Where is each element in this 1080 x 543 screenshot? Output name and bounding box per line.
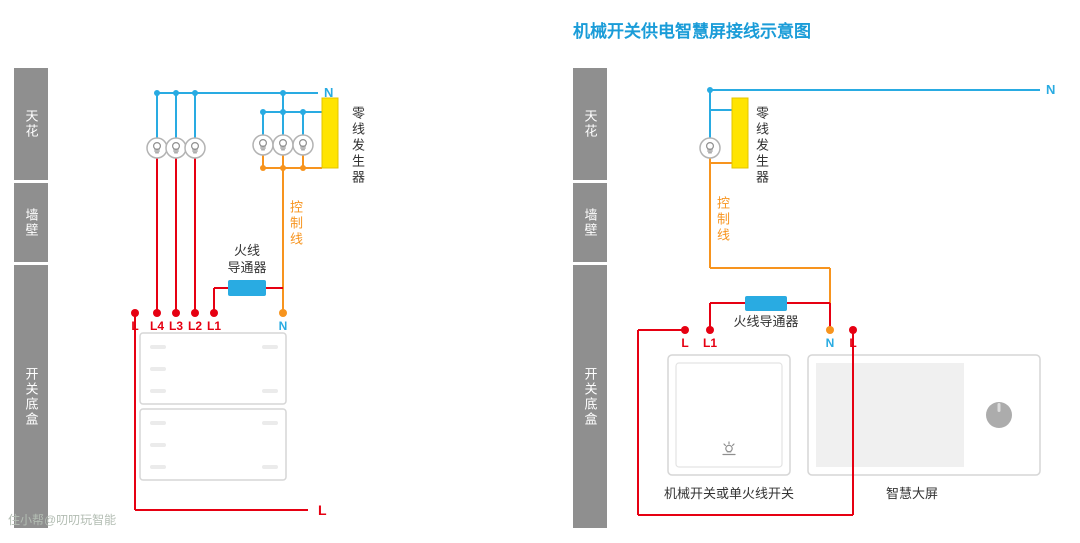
mechanical-switch-caption: 机械开关或单火线开关 <box>663 486 795 501</box>
control-line-label-left: 控制线 <box>288 200 303 248</box>
wall-column-right: 天花 墙壁 开关底盒 <box>573 68 607 528</box>
wall-column-left: 天花 墙壁 开关底盒 <box>14 68 48 528</box>
live-conductor-label-line1: 火线 <box>233 243 261 258</box>
neutral-generator-label-right: 零线发生器 <box>754 106 769 186</box>
control-wire <box>709 158 831 303</box>
neutral-wire <box>709 89 1040 138</box>
wall-section-label: 开关底盒 <box>582 366 598 427</box>
wall-section-switchbox-left: 开关底盒 <box>14 265 48 528</box>
live-label-bottom-left: L <box>318 502 327 518</box>
live-conductor-label-line2: 导通器 <box>227 260 267 275</box>
smart-screen-panel <box>807 354 1041 476</box>
neutral-generator-box <box>731 97 749 169</box>
terminal-label-L1: L1 <box>702 336 718 350</box>
wall-section-label: 天花 <box>582 109 598 139</box>
live-conductor-label-right: 火线导通器 <box>733 314 799 329</box>
neutral-wire <box>155 92 322 138</box>
live-conductor-box <box>745 296 787 311</box>
wall-section-ceiling-left: 天花 <box>14 68 48 180</box>
right-circuit <box>637 87 1041 516</box>
live-conductor-label-left: 火线 导通器 <box>227 242 266 276</box>
terminal-label-N: N <box>278 319 288 333</box>
switch-box-panel <box>139 408 287 481</box>
terminal-label-L2: L2 <box>187 319 203 333</box>
screen-display <box>816 363 964 467</box>
mechanical-switch-panel <box>667 354 791 476</box>
switch-back-boxes-left <box>139 332 287 481</box>
neutral-label-top-right: N <box>1046 82 1056 97</box>
control-wire <box>262 155 322 313</box>
neutral-generator-box <box>321 97 339 169</box>
neutral-generator-label-left: 零线发生器 <box>350 106 365 186</box>
terminal-label-L: L <box>849 336 857 350</box>
switch-box-panel <box>139 332 287 405</box>
wall-section-wall-left: 墙壁 <box>14 183 48 262</box>
wall-section-label: 天花 <box>23 109 39 139</box>
screen-knob <box>986 402 1012 428</box>
terminal-label-L: L <box>131 319 139 333</box>
smart-screen-caption: 智慧大屏 <box>885 486 939 501</box>
wall-section-switchbox-right: 开关底盒 <box>573 265 607 528</box>
terminal-label-L: L <box>681 336 689 350</box>
junction-dots-right <box>681 87 857 334</box>
live-conductor-box <box>228 280 266 296</box>
wall-section-ceiling-right: 天花 <box>573 68 607 180</box>
wall-section-label: 墙壁 <box>23 207 39 238</box>
wall-section-wall-right: 墙壁 <box>573 183 607 262</box>
neutral-label-top-left: N <box>324 85 334 100</box>
terminal-label-L4: L4 <box>149 319 165 333</box>
watermark: 住小帮@叨叨玩智能 <box>8 513 117 527</box>
wall-section-label: 开关底盒 <box>23 366 39 427</box>
terminal-label-L1: L1 <box>206 319 222 333</box>
left-circuit <box>131 90 339 511</box>
wall-section-label: 墙壁 <box>582 207 598 238</box>
control-line-label-right: 控制线 <box>715 196 730 244</box>
junction-dots-left <box>131 90 306 317</box>
page-title: 机械开关供电智慧屏接线示意图 <box>573 22 811 41</box>
terminal-label-N: N <box>825 336 835 350</box>
terminal-label-L3: L3 <box>168 319 184 333</box>
